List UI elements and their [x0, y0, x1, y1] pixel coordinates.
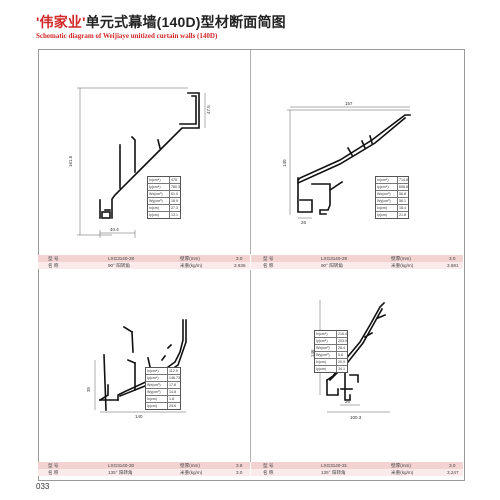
page-number: 033 — [36, 482, 50, 491]
dimension-label: 47.5 — [206, 105, 211, 114]
profile-lxg3140-28 — [99, 92, 200, 219]
dimension-label: 40.4 — [110, 227, 119, 232]
profile-lxg3140-31 — [325, 301, 387, 401]
sheet-divider — [250, 50, 251, 254]
dimension-label: 146 — [310, 349, 315, 357]
page-subtitle: Schematic diagram of Weijiaye unitized c… — [36, 32, 218, 40]
dimension-label: 161.5 — [68, 155, 73, 167]
sheet-divider — [250, 270, 251, 462]
dimension-label: 100.3 — [350, 415, 362, 420]
section-properties-table: Ix(cm⁴)714.8 Iy(cm⁴)698.8 Wx(cm³)56.8 Wy… — [375, 176, 409, 219]
brand-name: '伟家业' — [36, 14, 86, 30]
section-properties-table: Ix(cm⁴)112.9 Iy(cm⁴)146.73 Wx(cm³)17.8 W… — [145, 367, 181, 410]
section-properties-table: Ix(cm⁴)478 Iy(cm⁴)780.3 Wx(cm³)61.0 Wy(c… — [147, 176, 181, 219]
title-text: 单元式幕墙(140D)型材断面简图 — [85, 14, 286, 30]
dimension-label: 157 — [345, 101, 353, 106]
profile-lxg3140-29 — [296, 114, 411, 215]
dimension-label: 26 — [345, 399, 351, 404]
section-properties-table: Ix(cm⁴)216.4 Iy(cm⁴)203.9 Wx(cm³)28.4 Wy… — [314, 330, 348, 373]
dimension-label: 35 — [86, 386, 91, 392]
dimension-label: 140 — [282, 159, 287, 167]
dimension-label: 140 — [135, 414, 143, 419]
dimension-label: 26 — [301, 220, 307, 225]
page-title: '伟家业'单元式幕墙(140D)型材断面简图 — [36, 12, 286, 32]
